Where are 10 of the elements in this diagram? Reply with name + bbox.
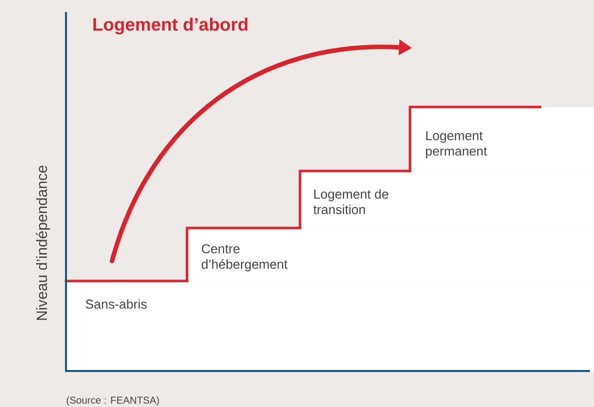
title: Logement d’abord (93, 18, 248, 34)
axis-label: Niveau d’indépendance (36, 166, 50, 320)
step-block: Centre d’hébergement (186, 226, 594, 282)
source-note: (Source : FEANTSA) (66, 396, 159, 406)
node-label: Logement permanent (426, 131, 488, 158)
node-label: Logement de transition (313, 189, 388, 214)
node-label: Centre d’hébergement (202, 244, 288, 272)
node-label: Sans-abris (86, 299, 147, 309)
step-block: Logement de transition (298, 170, 594, 230)
step-block: Logement permanent (408, 106, 594, 172)
